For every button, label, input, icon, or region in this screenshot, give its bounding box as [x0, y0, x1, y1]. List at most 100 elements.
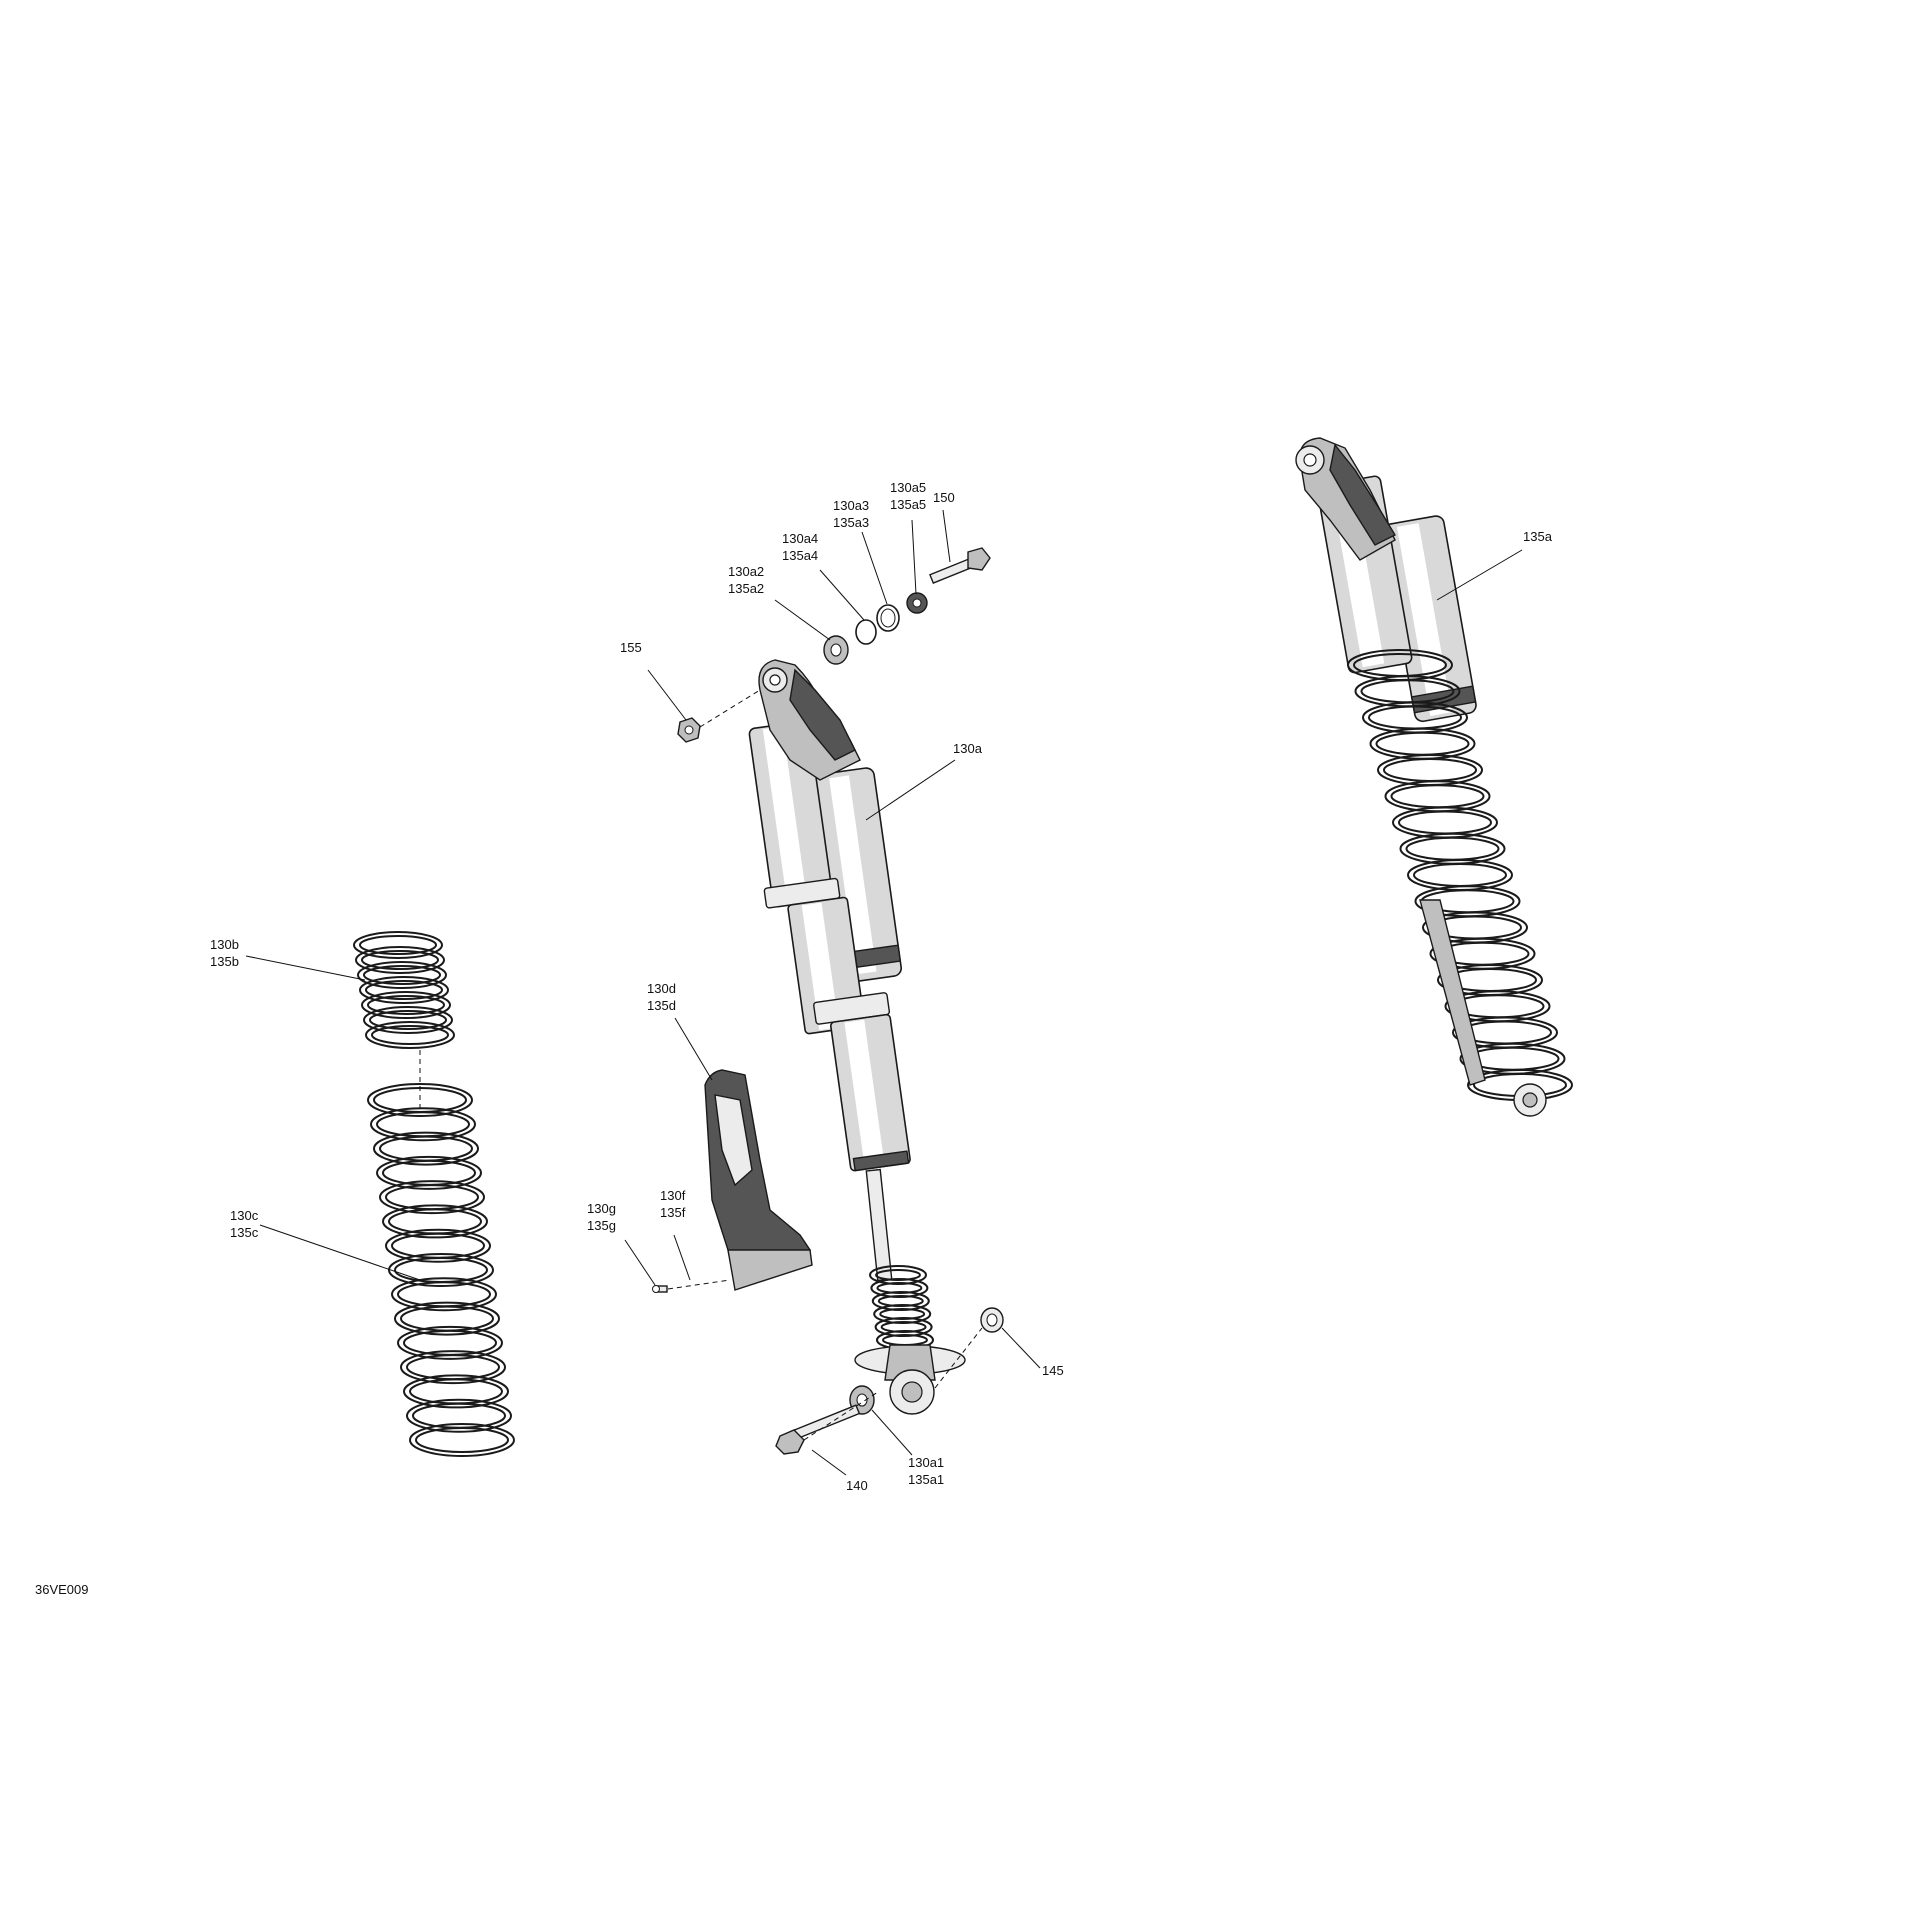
leader-130d	[674, 1017, 713, 1081]
flange-nut	[677, 717, 701, 743]
leader-135a	[1436, 549, 1523, 601]
svg-text:130d: 130d	[647, 981, 676, 996]
main-spring-turn	[370, 1107, 476, 1142]
tender-spring-turn-inner	[365, 980, 443, 1000]
svg-text:135d: 135d	[647, 998, 676, 1013]
main-spring-turn	[409, 1423, 515, 1457]
label-130g: 130g 135g	[587, 1201, 616, 1233]
label-155: 155	[620, 640, 642, 655]
label-130a2: 130a2 135a2	[728, 564, 764, 596]
tender-spring-turn-inner	[361, 950, 439, 970]
leader-130b	[245, 955, 366, 981]
main-spring-turn	[388, 1253, 494, 1287]
assembled-shock-absorber	[1295, 437, 1573, 1117]
svg-text:135a: 135a	[1523, 529, 1553, 544]
svg-text:135a3: 135a3	[833, 515, 869, 530]
label-130d: 130d 135d	[647, 981, 676, 1013]
main-spring-turn	[400, 1350, 506, 1385]
svg-text:130a5: 130a5	[890, 480, 926, 495]
svg-text:135b: 135b	[210, 954, 239, 969]
tender-spring-turn	[359, 976, 449, 1004]
label-130a5: 130a5 135a5	[890, 480, 926, 512]
leader-130c	[259, 1224, 421, 1281]
top-washer	[876, 604, 900, 632]
leader-130f	[673, 1234, 691, 1281]
tender-spring-turn	[363, 1006, 453, 1034]
svg-text:140: 140	[846, 1478, 868, 1493]
main-spring-turn	[382, 1204, 488, 1239]
label-135a: 135a	[1523, 529, 1553, 544]
svg-text:135a2: 135a2	[728, 581, 764, 596]
lower-bolt	[775, 1404, 861, 1455]
main-spring-turn	[385, 1228, 491, 1263]
label-130f: 130f 135f	[660, 1188, 686, 1220]
main-spring-turn	[394, 1301, 500, 1336]
label-130a1: 130a1 135a1	[908, 1455, 944, 1487]
tender-coil-spring	[353, 931, 455, 1049]
label-150: 150	[933, 490, 955, 505]
svg-text:130a4: 130a4	[782, 531, 818, 546]
main-spring-turn	[373, 1131, 479, 1166]
svg-text:130a2: 130a2	[728, 564, 764, 579]
svg-text:135g: 135g	[587, 1218, 616, 1233]
label-130b: 130b 135b	[210, 937, 239, 969]
svg-text:130a1: 130a1	[908, 1455, 944, 1470]
svg-text:135a1: 135a1	[908, 1472, 944, 1487]
leader-130g	[624, 1239, 656, 1286]
svg-text:130b: 130b	[210, 937, 239, 952]
main-spring-turn	[397, 1325, 503, 1360]
lower-bolt-alignment-line	[803, 1391, 879, 1441]
main-spring-turn	[379, 1180, 485, 1215]
label-140: 140	[846, 1478, 868, 1493]
tender-spring-turn	[361, 991, 451, 1019]
center-shock-absorber	[748, 659, 966, 1415]
leader-145	[1001, 1327, 1041, 1369]
label-130c: 130c 135c	[230, 1208, 259, 1240]
leader-130a4	[819, 569, 865, 621]
main-coil-spring	[367, 1083, 515, 1457]
leader-130a5	[911, 519, 917, 595]
label-145: 145	[1042, 1363, 1064, 1378]
leader-155	[647, 669, 687, 721]
main-spring-turn	[367, 1083, 473, 1117]
tender-spring-turn-inner	[369, 1010, 447, 1030]
svg-text:130c: 130c	[230, 1208, 259, 1223]
svg-text:155: 155	[620, 640, 642, 655]
svg-text:135c: 135c	[230, 1225, 259, 1240]
leader-130a1	[871, 1409, 913, 1456]
svg-text:135a4: 135a4	[782, 548, 818, 563]
main-spring-turn	[403, 1374, 509, 1409]
leader-130a2	[774, 599, 831, 641]
top-bushing	[823, 635, 849, 665]
svg-text:130a3: 130a3	[833, 498, 869, 513]
leader-140	[811, 1449, 847, 1476]
main-spring-turn-inner	[415, 1427, 509, 1453]
svg-text:130f: 130f	[660, 1188, 686, 1203]
leader-130a3	[861, 531, 888, 605]
mounting-bolt-top	[929, 547, 991, 584]
svg-text:135f: 135f	[660, 1205, 686, 1220]
svg-text:130g: 130g	[587, 1201, 616, 1216]
leader-130a	[865, 759, 956, 821]
label-130a4: 130a4 135a4	[782, 531, 818, 563]
label-130a3: 130a3 135a3	[833, 498, 869, 530]
svg-text:135a5: 135a5	[890, 497, 926, 512]
svg-text:130a: 130a	[953, 741, 983, 756]
main-spring-turn	[391, 1277, 497, 1312]
svg-text:145: 145	[1042, 1363, 1064, 1378]
main-spring-turn	[376, 1155, 482, 1190]
main-spring-turn	[406, 1398, 512, 1433]
guard-screw	[652, 1285, 668, 1293]
top-mount-alignment-line	[699, 689, 761, 728]
tender-spring-turn	[355, 946, 445, 974]
tender-spring-turn	[353, 931, 443, 959]
top-nut	[906, 592, 928, 614]
leader-150	[942, 509, 951, 563]
tender-spring-turn-inner	[367, 995, 445, 1015]
top-seal-ring	[855, 619, 877, 645]
diagram-code: 36VE009	[35, 1582, 89, 1597]
tender-spring-turn-inner	[371, 1025, 449, 1045]
lower-mount-alignment-line	[934, 1327, 983, 1389]
tender-spring-turn	[357, 961, 447, 989]
